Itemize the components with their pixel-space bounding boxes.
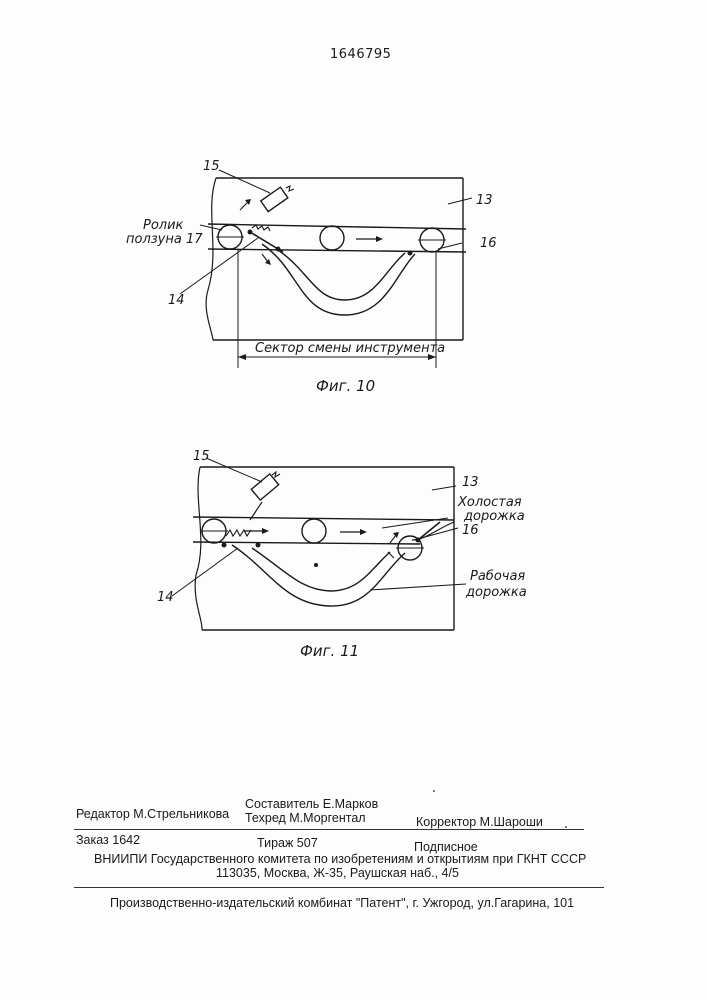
circulation: Тираж 507 (257, 836, 318, 850)
fig11-work-track-line1: Рабочая (470, 569, 525, 584)
editor-credit: Редактор М.Стрельникова (76, 807, 229, 821)
fig11-label-16: 16 (462, 523, 479, 538)
fig11-leader-lines (172, 458, 466, 596)
fig11-label-15: 15 (193, 449, 210, 464)
fig11-label-13: 13 (462, 475, 479, 490)
scan-speck (433, 790, 435, 792)
imprint-rule-top (74, 829, 584, 830)
corrector-credit: Корректор М.Шароши (416, 815, 543, 829)
fig11-label-14: 14 (157, 590, 174, 605)
fig10-caption: Фиг. 10 (316, 377, 375, 395)
fig11-caption: Фиг. 11 (300, 642, 359, 660)
fig10-switch-mechanism (248, 186, 413, 256)
fig10-label-14: 14 (168, 293, 185, 308)
fig10-label-16: 16 (480, 236, 497, 251)
fig10-label-roller: Ролик (143, 218, 184, 233)
fig10-label-15: 15 (203, 159, 220, 174)
fig10-motion-arrows (240, 199, 383, 265)
fig10-plate-13 (206, 178, 463, 340)
fig11-idle-track-line2: дорожка (463, 509, 525, 524)
fig11-work-track-line2: дорожка (465, 585, 527, 600)
compiler-credit: Составитель Е.Марков (245, 797, 378, 811)
imprint-rule-bottom (74, 887, 604, 888)
fig10-rollers (216, 225, 446, 252)
fig11-working-track (232, 522, 454, 606)
fig11-idle-track-line1: Холостая (457, 495, 522, 510)
techred-credit: Техред М.Моргентал (245, 811, 366, 825)
publisher-line: Производственно-издательский комбинат "П… (110, 896, 574, 910)
institute-name: ВНИИПИ Государственного комитета по изоб… (94, 852, 586, 866)
fig10-label-13: 13 (476, 193, 493, 208)
fig10-working-track (262, 244, 415, 315)
fig10-sector-label: Сектор смены инструмента (255, 341, 445, 356)
fig10-label-slider: ползуна 17 (126, 232, 203, 247)
institute-address: 113035, Москва, Ж-35, Раушская наб., 4/5 (216, 866, 459, 880)
scan-speck (565, 826, 567, 828)
fig10-idle-track (208, 224, 466, 252)
order-number: Заказ 1642 (76, 833, 140, 847)
fig10-leader-lines (180, 170, 472, 294)
